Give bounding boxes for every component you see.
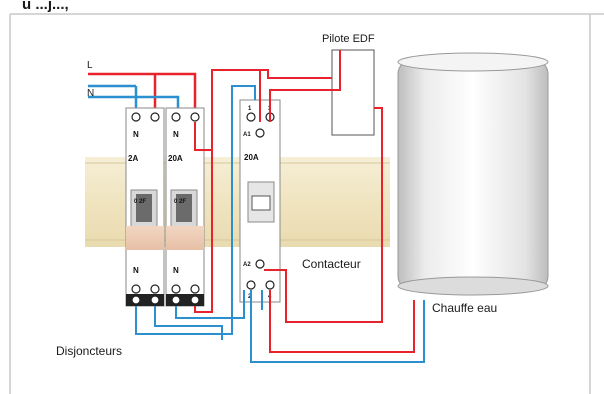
terminal-screw-icon — [150, 284, 160, 294]
breaker-2-toggle[interactable] — [176, 194, 192, 222]
breaker-1-band — [126, 226, 164, 250]
phase-label: L — [87, 60, 93, 71]
terminal-screw-icon — [246, 112, 256, 122]
contactor-label: Contacteur — [302, 257, 361, 271]
terminal-screw-icon — [255, 259, 265, 269]
breaker-2-rating: 20A — [168, 154, 183, 163]
neutral-label: N — [87, 88, 94, 99]
pilot-box — [331, 49, 375, 136]
wire-pilot-to-coil — [264, 107, 383, 323]
neutral-wire-in — [88, 95, 180, 110]
wire-phase-breaker1 — [154, 306, 223, 340]
contactor-coil-a2: A2 — [243, 262, 251, 268]
contactor: 1 3 A1 20A A2 2 4 — [239, 99, 281, 303]
terminal-screw-icon — [131, 284, 141, 294]
breaker-1-rating: 2A — [128, 154, 138, 163]
phase-wire-in — [88, 72, 197, 110]
terminal-screw-icon — [190, 295, 200, 305]
wire-neutral-coil — [135, 85, 256, 335]
terminal-screw-icon — [265, 280, 275, 290]
terminal-screw-icon — [131, 295, 141, 305]
breaker-2-curve: 0 2F — [174, 199, 186, 205]
breaker-1-bottom-terminal: N — [133, 266, 139, 275]
wire-phase-breaker2 — [194, 150, 213, 313]
terminal-screw-icon — [171, 284, 181, 294]
header-fragment: u ...j..., — [22, 0, 69, 13]
terminal-screw-icon — [171, 112, 181, 122]
water-heater-label: Chauffe eau — [432, 301, 497, 315]
wire-pilot-return — [269, 50, 341, 122]
terminal-screw-icon — [171, 295, 181, 305]
wire-contactor-out-neutral — [250, 290, 425, 363]
breaker-2-top-terminal: N — [173, 130, 179, 139]
terminal-screw-icon — [150, 295, 160, 305]
breaker-1: N 2A 0 2F N — [125, 107, 165, 307]
wire-contactor-to-pilot — [260, 69, 332, 79]
wire-neutral-breaker2 — [175, 290, 245, 319]
breaker-2-bottom-terminal: N — [173, 266, 179, 275]
pilot-label: Pilote EDF — [322, 33, 375, 45]
contactor-switch[interactable] — [251, 195, 271, 211]
breaker-1-toggle[interactable] — [136, 194, 152, 222]
contactor-terminal-1: 1 — [248, 106, 252, 112]
terminal-screw-icon — [131, 112, 141, 122]
contactor-rating: 20A — [244, 153, 259, 162]
terminal-screw-icon — [190, 284, 200, 294]
terminal-screw-icon — [190, 112, 200, 122]
breaker-1-curve: 0 2F — [134, 199, 146, 205]
terminal-screw-icon — [255, 128, 265, 138]
breaker-2-band — [166, 226, 204, 250]
contactor-coil-a1: A1 — [243, 132, 251, 138]
terminal-screw-icon — [150, 112, 160, 122]
terminal-screw-icon — [246, 280, 256, 290]
breaker-1-top-terminal: N — [133, 130, 139, 139]
wire-phase-to-contactor — [194, 69, 261, 151]
water-heater — [397, 52, 549, 296]
wire-contactor-out-phase — [269, 290, 415, 353]
breakers-label: Disjoncteurs — [56, 344, 122, 358]
breaker-2: N 20A 0 2F N — [165, 107, 205, 307]
